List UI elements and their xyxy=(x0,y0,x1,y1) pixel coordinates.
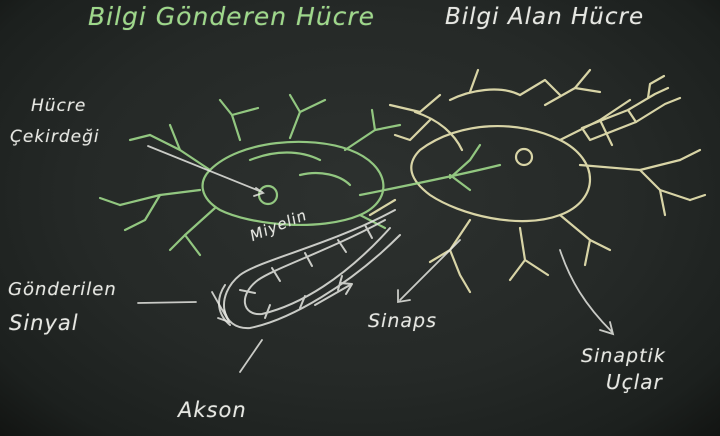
label-gonderilen: Gönderilen xyxy=(8,279,117,300)
sender-cell-title: Bilgi Gönderen Hücre xyxy=(88,2,375,31)
nucleus-pointer xyxy=(148,146,262,192)
axon-pointer xyxy=(240,340,262,372)
label-sinaps: Sinaps xyxy=(368,310,437,332)
label-sinyal: Sinyal xyxy=(9,311,79,335)
receiver-neuron xyxy=(370,70,705,292)
label-sinaptik: Sinaptik xyxy=(581,345,666,367)
label-uclar: Uçlar xyxy=(606,370,663,394)
sender-neuron xyxy=(100,95,500,255)
receiver-cell-title: Bilgi Alan Hücre xyxy=(445,4,644,30)
signal-pointer xyxy=(138,302,196,303)
label-cekirdegi: Çekirdeği xyxy=(10,127,100,147)
label-hucre: Hücre xyxy=(31,96,86,116)
synapse-pointer xyxy=(400,240,460,300)
label-akson: Akson xyxy=(178,398,247,422)
